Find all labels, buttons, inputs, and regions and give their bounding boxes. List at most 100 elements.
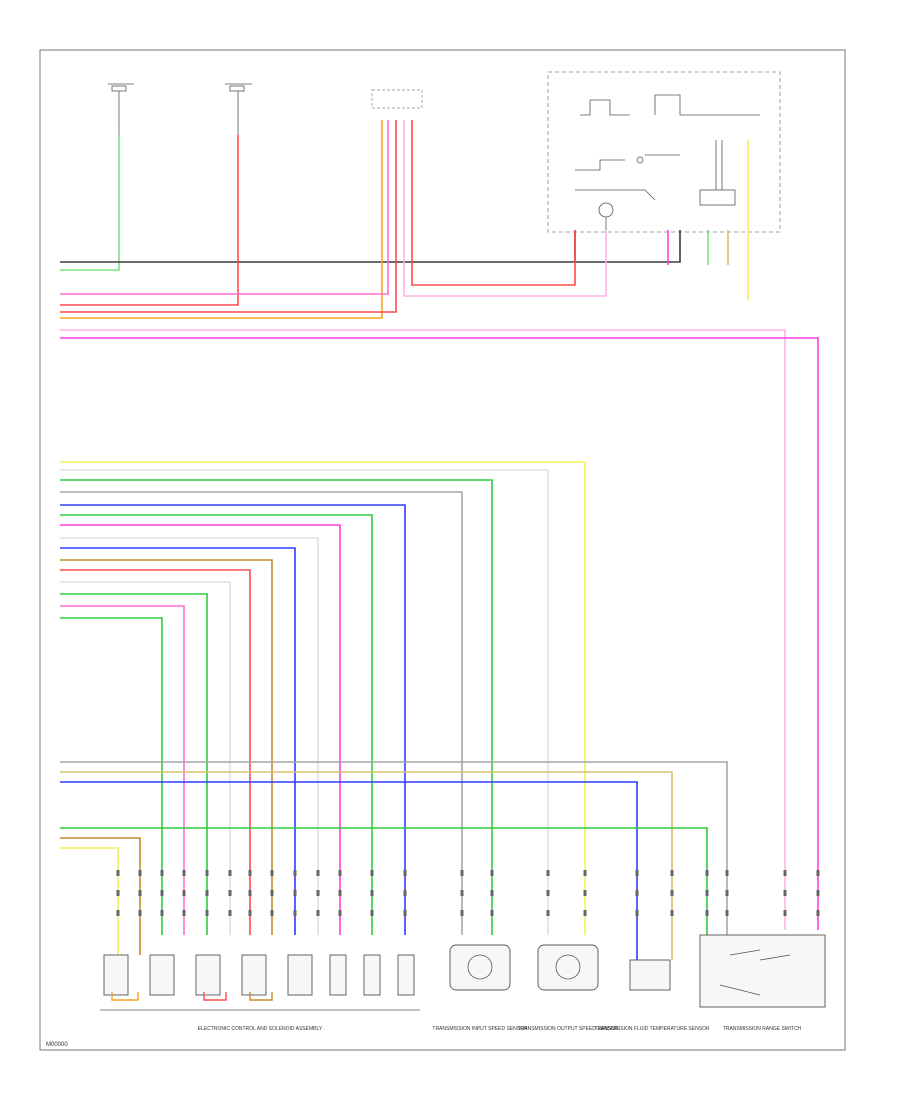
connector-tick: [116, 890, 120, 896]
hot-fuse-2-symbol: [225, 83, 252, 135]
connector-tick: [460, 890, 464, 896]
connector-tick: [783, 910, 787, 916]
wire-mid-9: [60, 559, 273, 935]
connector-tick: [725, 890, 729, 896]
wire-mid-14: [60, 617, 163, 935]
junction-connector-symbol: [371, 89, 423, 109]
connector-tick: [182, 890, 186, 896]
connector-tick: [205, 890, 209, 896]
connector-tick: [248, 870, 252, 876]
connector-tick: [316, 890, 320, 896]
wire-top-lt-green: [60, 135, 120, 271]
connector-tick: [228, 890, 232, 896]
connector-tick: [316, 910, 320, 916]
wire-bot-gray: [60, 761, 728, 935]
connector-tick: [270, 870, 274, 876]
fluid-temp-sensor-symbol: [629, 959, 671, 991]
wire-top-orange: [60, 120, 383, 319]
connector-tick: [705, 870, 709, 876]
connector-ticks: [116, 870, 820, 916]
speed-sensor-1-symbol: [449, 944, 511, 991]
range-switch-symbol: [699, 934, 826, 1008]
wire-mid-10: [60, 569, 251, 935]
connector-tick: [160, 890, 164, 896]
connector-tick: [205, 910, 209, 916]
wire-top-pink-1: [60, 120, 389, 295]
connector-tick: [460, 910, 464, 916]
connector-tick: [583, 870, 587, 876]
diagram-border: [39, 49, 846, 1051]
connector-tick: [670, 890, 674, 896]
connector-tick: [248, 890, 252, 896]
connector-tick: [670, 910, 674, 916]
solenoid-assembly-label: ELECTRONIC CONTROL AND SOLENOID ASSEMBLY: [198, 1026, 323, 1032]
connector-tick: [316, 870, 320, 876]
connector-tick: [635, 870, 639, 876]
connector-tick: [490, 870, 494, 876]
connector-tick: [635, 890, 639, 896]
wire-bot-blue: [60, 781, 638, 960]
wire-mid-5: [60, 514, 373, 935]
connector-tick: [490, 910, 494, 916]
transmission-assembly-internals: [575, 94, 760, 230]
connector-tick: [670, 870, 674, 876]
wire-mid-6: [60, 524, 341, 935]
range-switch-label: TRANSMISSION RANGE SWITCH: [723, 1026, 802, 1032]
connector-tick: [116, 910, 120, 916]
connector-tick: [783, 890, 787, 896]
connector-tick: [138, 890, 142, 896]
connector-tick: [403, 890, 407, 896]
footer-code: M00000: [46, 1042, 68, 1048]
wire-top-black-2: [575, 230, 681, 263]
wire-mid-1: [60, 469, 549, 935]
connector-tick: [583, 890, 587, 896]
connector-tick: [783, 870, 787, 876]
connector-tick: [338, 910, 342, 916]
connector-tick: [370, 870, 374, 876]
connector-tick: [816, 870, 820, 876]
connector-tick: [460, 870, 464, 876]
connector-tick: [546, 870, 550, 876]
connector-tick: [725, 870, 729, 876]
hot-fuse-1-symbol: [108, 83, 134, 135]
connector-tick: [816, 910, 820, 916]
wire-mid-3: [60, 491, 463, 935]
wire-mid-4: [60, 504, 406, 935]
connector-tick: [270, 890, 274, 896]
wire-top-red-3: [411, 120, 576, 286]
connector-tick: [546, 910, 550, 916]
speed-sensor-2-label: TRANSMISSION OUTPUT SPEED SENSOR: [518, 1026, 619, 1032]
connector-tick: [205, 870, 209, 876]
wire-top-red-1: [60, 135, 239, 306]
connector-tick: [546, 890, 550, 896]
middle-harness-wires: [60, 461, 586, 935]
connector-tick: [725, 910, 729, 916]
connector-tick: [338, 890, 342, 896]
wire-mid-0: [60, 461, 586, 935]
connector-tick: [138, 910, 142, 916]
connector-tick: [116, 870, 120, 876]
connector-tick: [338, 870, 342, 876]
wire-mid-7: [60, 537, 319, 935]
connector-tick: [293, 910, 297, 916]
bottom-harness-wires: [60, 761, 728, 960]
connector-tick: [370, 890, 374, 896]
connector-tick: [160, 910, 164, 916]
wire-bot-tan: [60, 771, 673, 960]
connector-tick: [228, 870, 232, 876]
speed-sensor-1-label: TRANSMISSION INPUT SPEED SENSOR: [432, 1026, 528, 1032]
wire-mid-11: [60, 581, 231, 935]
connector-tick: [816, 890, 820, 896]
connector-tick: [182, 910, 186, 916]
wire-mid-13: [60, 605, 185, 935]
wire-bot-yellow: [60, 847, 119, 955]
wire-mid-2: [60, 479, 493, 935]
wire-top-red-2: [60, 120, 397, 313]
connector-tick: [370, 910, 374, 916]
connector-tick: [228, 910, 232, 916]
wire-bot-green: [60, 827, 708, 935]
connector-tick: [270, 910, 274, 916]
speed-sensor-2-symbol: [537, 944, 599, 991]
connector-tick: [490, 890, 494, 896]
